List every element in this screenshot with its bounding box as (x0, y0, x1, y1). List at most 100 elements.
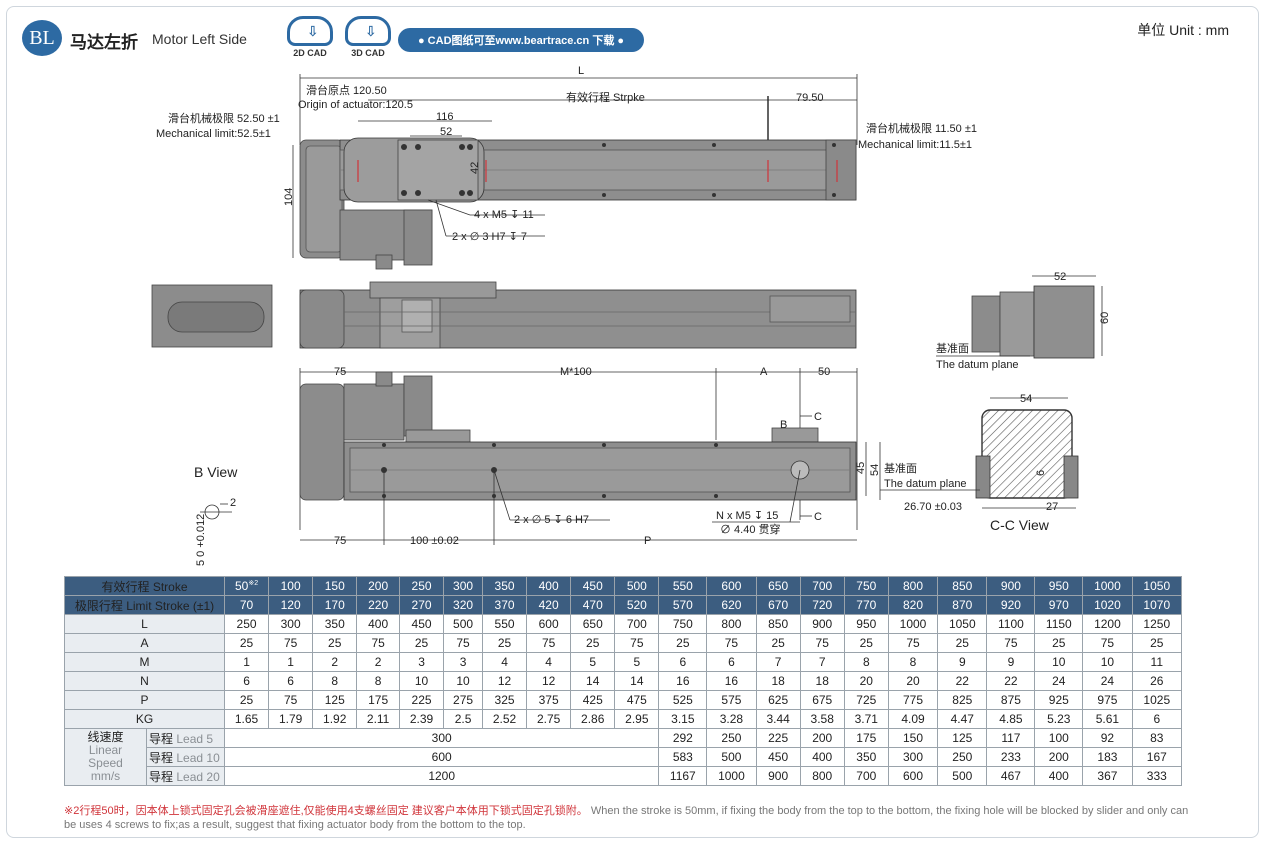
table-cell: 900 (799, 614, 845, 634)
speed-cell: 183 (1082, 747, 1133, 767)
speed-cell: 175 (843, 728, 889, 748)
table-cell: 1.65 (223, 709, 270, 729)
origin-en: Origin of actuator:120.5 (298, 99, 413, 111)
speed-cell: 1167 (658, 766, 708, 786)
origin-cn: 滑台原点 120.50 (306, 83, 387, 97)
datum-cn-side: 基准面 (936, 342, 969, 355)
speed-cell: 583 (658, 747, 708, 767)
limit-cell: 520 (614, 595, 660, 615)
stroke-cell: 600 (706, 576, 757, 596)
dim-79-50: 79.50 (796, 92, 824, 104)
table-cell: 8 (312, 671, 358, 691)
table-cell: 400 (356, 614, 400, 634)
limit-row-label: 极限行程 Limit Stroke (±1) (64, 595, 225, 615)
table-cell: 20 (887, 671, 939, 691)
dim-75-bottom: 75 (334, 535, 346, 547)
table-cell: 300 (268, 614, 314, 634)
table-cell: 2.5 (443, 709, 483, 729)
table-cell: 775 (887, 690, 939, 710)
limit-cell: 920 (986, 595, 1036, 615)
speed-cell: 92 (1082, 728, 1133, 748)
limit-cell: 470 (570, 595, 616, 615)
stroke-cell: 100 (268, 576, 314, 596)
page-title-cn: 马达左折 (70, 33, 138, 52)
table-cell: 2.11 (356, 709, 400, 729)
dim-m100: M*100 (560, 366, 592, 378)
row-label: KG (64, 709, 225, 729)
cc-dim-54: 54 (1020, 393, 1032, 405)
dim-42: 42 (469, 162, 481, 174)
table-cell: 1100 (986, 614, 1036, 634)
table-cell: 650 (570, 614, 616, 634)
limit-cell: 270 (398, 595, 445, 615)
table-cell: 25 (481, 633, 528, 653)
speed-cell: 83 (1131, 728, 1183, 748)
table-cell: 10 (398, 671, 445, 691)
lead-en: Lead 5 (176, 731, 214, 746)
cc-dim-26-70: 26.70 ±0.03 (904, 501, 962, 513)
table-cell: 25 (223, 690, 270, 710)
stroke-cell: 50※2 (223, 576, 270, 596)
limit-cell: 170 (312, 595, 358, 615)
limit-cell: 670 (755, 595, 801, 615)
brand-logo: BL (22, 20, 62, 56)
cad-3d-download[interactable]: ⇩ 3D CAD (342, 16, 394, 62)
table-cell: 2.86 (570, 709, 616, 729)
table-cell: 500 (443, 614, 483, 634)
table-cell: 825 (937, 690, 988, 710)
speed-cell: 350 (843, 747, 889, 767)
unit-label: 单位 Unit : mm (1137, 22, 1229, 38)
table-cell: 425 (570, 690, 616, 710)
stroke-cell: 400 (526, 576, 572, 596)
speed-cell: 500 (937, 766, 988, 786)
page-title-en: Motor Left Side (152, 31, 247, 47)
speed-cell: 125 (937, 728, 988, 748)
cad-download-link[interactable]: ● CAD图纸可至www.beartrace.cn 下载 ● (398, 28, 644, 52)
table-cell: 4.09 (887, 709, 939, 729)
limit-right-en: Mechanical limit:11.5±1 (858, 139, 972, 151)
table-cell: 22 (937, 671, 988, 691)
table-cell: 475 (614, 690, 660, 710)
stroke-cell: 750 (843, 576, 889, 596)
speed-cell: 250 (937, 747, 988, 767)
cad-2d-download[interactable]: ⇩ 2D CAD (284, 16, 336, 62)
table-cell: 25 (937, 633, 988, 653)
speed-cell: 467 (986, 766, 1036, 786)
stroke-note-mark: ※2 (248, 580, 259, 587)
table-cell: 9 (937, 652, 988, 672)
table-cell: 3.71 (843, 709, 889, 729)
table-cell: 1 (223, 652, 270, 672)
cc-dim-27: 27 (1046, 501, 1058, 513)
table-cell: 16 (706, 671, 757, 691)
limit-cell: 770 (843, 595, 889, 615)
speed-cn: 线速度 (87, 730, 124, 744)
speed-merged-cell: 300 (223, 728, 660, 748)
table-cell: 125 (312, 690, 358, 710)
table-cell: 925 (1034, 690, 1084, 710)
stroke-cell: 650 (755, 576, 801, 596)
table-cell: 1250 (1131, 614, 1183, 634)
stroke-cell: 250 (398, 576, 445, 596)
table-cell: 75 (799, 633, 845, 653)
speed-cell: 292 (658, 728, 708, 748)
stroke-cell-value: 50 (234, 579, 249, 593)
b-view-dim-2: 2 (230, 497, 236, 509)
dim-75-top: 75 (334, 366, 346, 378)
table-cell: 2 (312, 652, 358, 672)
stroke-cell: 1050 (1131, 576, 1183, 596)
table-cell: 325 (481, 690, 528, 710)
speed-cell: 500 (706, 747, 757, 767)
table-cell: 2.95 (614, 709, 660, 729)
table-cell: 25 (843, 633, 889, 653)
table-cell: 75 (986, 633, 1036, 653)
table-cell: 1000 (887, 614, 939, 634)
table-cell: 10 (1082, 652, 1133, 672)
table-cell: 6 (268, 671, 314, 691)
limit-left-en: Mechanical limit:52.5±1 (156, 128, 271, 140)
table-cell: 975 (1082, 690, 1133, 710)
